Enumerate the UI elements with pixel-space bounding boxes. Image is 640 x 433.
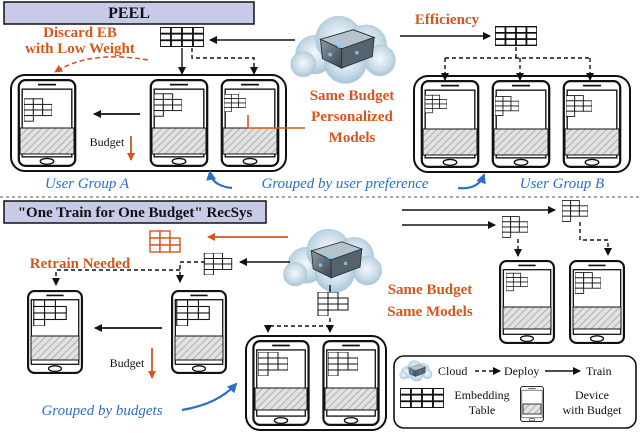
efficiency-embedding-table-icon	[495, 26, 537, 46]
baseline-emb-small-2	[502, 216, 528, 238]
baseline-emb-center	[317, 292, 349, 316]
legend-device-label: Device	[575, 388, 609, 402]
legend-deploy-label: Deploy	[504, 364, 539, 378]
preference-arrow-left	[206, 170, 233, 190]
group-a-phone-1	[17, 79, 77, 167]
peel-deploy-arrow-2	[191, 48, 258, 75]
baseline-title: "One Train for One Budget" RecSys	[18, 205, 253, 221]
budget-group-box	[245, 335, 387, 431]
group-b-phone-1	[420, 80, 480, 168]
baseline-same-budget-label: Same Budget	[388, 282, 473, 298]
user-group-a-label: User Group A	[45, 176, 130, 192]
efficiency-label: Efficiency	[415, 12, 480, 28]
legend-cloud-label: Cloud	[438, 364, 467, 378]
discard-eb-label: Discard EB	[43, 25, 117, 41]
baseline-cloud-icon	[283, 228, 383, 293]
peel-embedding-table-icon	[160, 27, 204, 47]
baseline-right-phone-2	[568, 260, 626, 344]
peel-title: PEEL	[108, 5, 150, 22]
peel-budget-label: Budget	[90, 135, 125, 149]
peel-same-budget-label: Same Budget	[310, 88, 395, 104]
retrain-needed-label: Retrain Needed	[30, 256, 131, 272]
group-a-phone-2	[149, 79, 209, 167]
user-group-a-box	[10, 74, 287, 172]
group-a-phone-3	[220, 79, 280, 167]
grouped-by-preference-label: Grouped by user preference	[261, 176, 428, 192]
baseline-left-phone-2	[170, 290, 228, 374]
peel-title-box	[3, 1, 255, 25]
models-label: Models	[329, 130, 376, 146]
peel-section: PEEL Discard EB with Low Weight Efficien…	[3, 1, 631, 192]
peel-cloud-icon	[290, 15, 396, 84]
retrain-embedding-table-icon	[149, 230, 181, 253]
user-group-b-label: User Group B	[520, 176, 604, 192]
legend-train-label: Train	[586, 364, 612, 378]
same-models-label: Same Models	[387, 304, 473, 320]
legend-embedding-label-2: Table	[469, 403, 495, 417]
preference-arrow-right	[457, 173, 486, 190]
baseline-emb-small-1	[562, 200, 588, 222]
budget-group-phone-1	[252, 340, 310, 426]
budgets-arrow	[181, 382, 238, 412]
group-b-phone-3	[562, 80, 622, 168]
baseline-left-phone-1	[26, 290, 84, 374]
grouped-by-budgets-label: Grouped by budgets	[41, 403, 162, 419]
legend-device-label-2: with Budget	[563, 403, 623, 417]
legend-device-icon	[520, 385, 544, 423]
budget-group-phone-2	[322, 340, 380, 426]
group-b-phone-2	[491, 80, 551, 168]
baseline-budget-label: Budget	[110, 356, 145, 370]
user-group-b-box	[413, 75, 631, 173]
discard-arrow	[54, 56, 149, 73]
baseline-title-box	[3, 200, 267, 224]
legend-embedding-label: Embedding	[454, 388, 509, 402]
baseline-section: "One Train for One Budget" RecSys	[3, 200, 637, 431]
legend-embedding-icon	[400, 388, 444, 408]
baseline-emb-mid	[203, 253, 233, 275]
discard-eb-label-2: with Low Weight	[25, 41, 135, 57]
personalized-label: Personalized	[311, 109, 393, 125]
baseline-right-phone-1	[498, 260, 556, 344]
